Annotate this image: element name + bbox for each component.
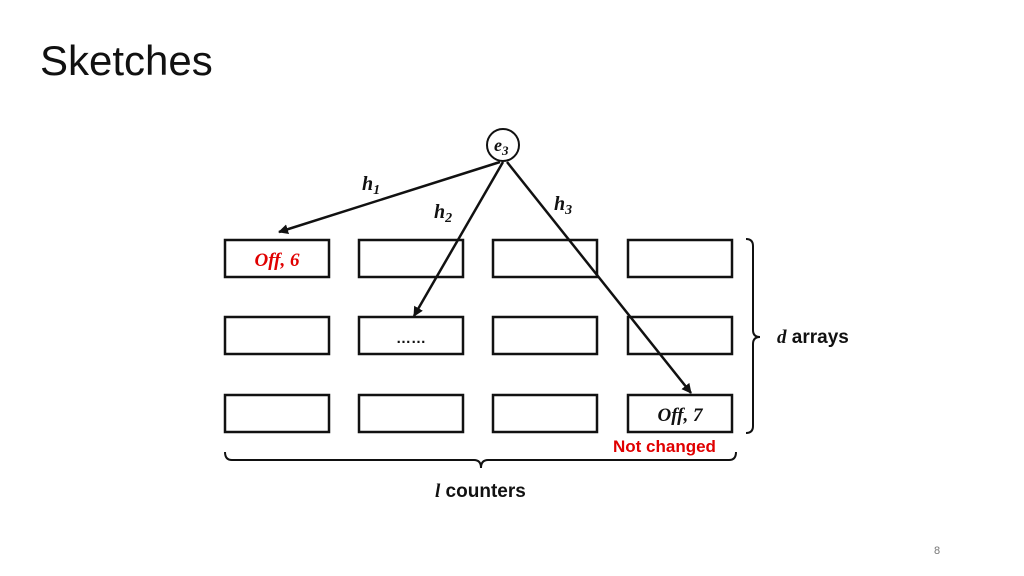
counter-cell-r3-c2 [357,393,465,434]
hash-label-h1: h1 [362,173,380,198]
counter-cell-r3-c1 [223,393,331,434]
slide-title: Sketches [40,37,213,84]
hash-arrow-h1 [278,160,501,235]
counter-cell-r1-c1 [223,238,331,279]
counter-cell-r2-c4 [626,315,734,356]
hash-label-h3: h3 [554,193,572,218]
counters-label: l counters [435,481,526,502]
counter-cell-r1-c2 [357,238,465,279]
element-label: e3 [494,135,509,158]
hash-label-h2: h2 [434,201,452,226]
counter-cell-r3-c4 [626,393,734,434]
cell-r1-c1-text: Off, 6 [254,250,300,271]
counter-cell-r2-c2 [357,315,465,356]
counter-cell-r1-c3 [491,238,599,279]
element-node [486,128,520,162]
arrays-label: d arrays [777,327,849,348]
not-changed-label: Not changed [613,437,716,456]
hash-arrow-h2 [412,161,505,317]
counter-cell-r1-c4 [626,238,734,279]
counter-cell-r2-c1 [223,315,331,356]
arrays-brace [745,238,761,434]
counters-brace [224,451,737,469]
hash-arrow-h3 [506,161,692,394]
counter-cell-r2-c3 [491,315,599,356]
cell-r2-c2-text: …… [396,330,426,347]
cell-r3-c4-text: Off, 7 [657,405,704,426]
counter-cell-r3-c3 [491,393,599,434]
page-number: 8 [934,545,941,557]
